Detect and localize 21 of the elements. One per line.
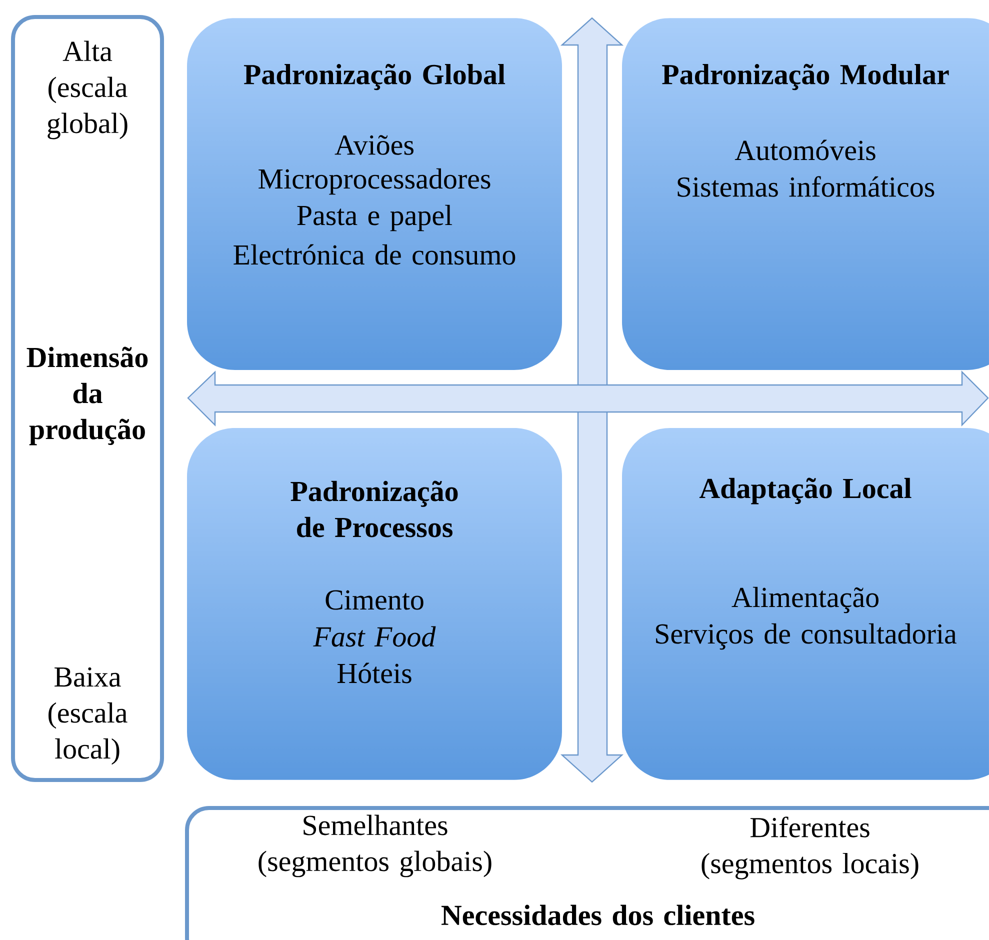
axis-label: Baixa (escala local) (48, 667, 128, 765)
example-item: Microprocessadores (258, 168, 490, 195)
quadrant-heading: Adaptação Local (699, 478, 912, 504)
quadrant-heading: Padronização Global (244, 64, 506, 90)
axis-label: Semelhantes (segmentos globais) (258, 814, 492, 878)
axis-label: Diferentes (segmentos locais) (702, 816, 918, 880)
example-item: Sistemas informáticos (678, 176, 934, 197)
example-item: Cimento (326, 590, 424, 610)
axis-label: Alta (escala global) (48, 40, 128, 140)
example-item: Pasta e papel (297, 204, 452, 232)
axis-label: Necessidades dos clientes (441, 904, 754, 926)
example-item: Hóteis (337, 662, 412, 684)
quadrant-heading: Padronização Modular (662, 64, 949, 90)
quadrant-heading: Padronização de Processos (290, 480, 458, 538)
example-item: Aviões (334, 135, 414, 155)
axis-label: Dimensão da produção (26, 346, 148, 446)
example-item: Automóveis (734, 140, 876, 160)
example-item: Fast Food (313, 626, 436, 647)
example-item: Serviços de consultadoria (656, 623, 956, 650)
example-item: Alimentação (732, 586, 878, 614)
example-item: Electrónica de consumo (234, 244, 516, 265)
